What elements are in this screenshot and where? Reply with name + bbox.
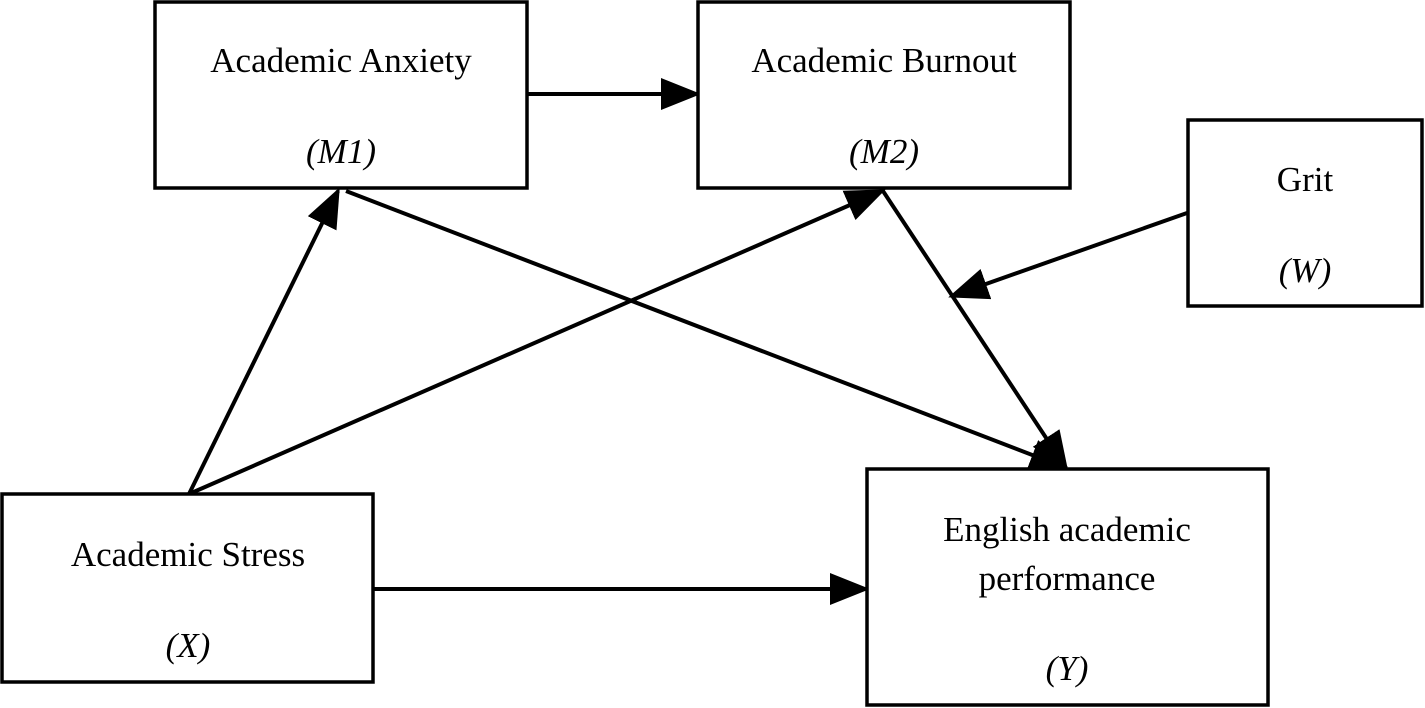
node-grit: Grit (W)	[1186, 118, 1424, 308]
node-english-academic-performance-code: (Y)	[1046, 649, 1089, 688]
node-academic-burnout-label: Academic Burnout	[751, 41, 1017, 80]
node-academic-burnout: Academic Burnout (M2)	[696, 0, 1072, 190]
node-english-academic-performance-box	[865, 467, 1270, 707]
node-academic-anxiety: Academic Anxiety (M1)	[153, 0, 529, 190]
node-academic-stress: Academic Stress (X)	[0, 492, 375, 684]
node-academic-stress-box	[0, 492, 375, 684]
node-grit-code: (W)	[1279, 251, 1331, 290]
node-academic-stress-label: Academic Stress	[71, 535, 305, 574]
edge-grit-moderation	[948, 211, 1188, 300]
node-academic-stress-code: (X)	[166, 626, 211, 665]
edge-stress-to-burnout	[188, 189, 886, 496]
edge-burnout-to-performance	[881, 189, 1069, 472]
node-academic-anxiety-label: Academic Anxiety	[210, 41, 472, 80]
node-academic-anxiety-code: (M1)	[306, 132, 376, 171]
node-english-academic-performance-label-line2: performance	[979, 559, 1156, 598]
edge-anxiety-to-performance	[345, 189, 1070, 471]
node-english-academic-performance-label-line1: English academic	[943, 510, 1191, 549]
node-academic-anxiety-box	[153, 0, 529, 190]
node-academic-burnout-code: (M2)	[849, 132, 919, 171]
edges	[187, 78, 1188, 605]
node-english-academic-performance: English academic performance (Y)	[865, 467, 1270, 707]
edge-stress-to-anxiety	[187, 187, 340, 495]
node-grit-box	[1186, 118, 1424, 308]
node-grit-label: Grit	[1277, 160, 1334, 199]
node-academic-burnout-box	[696, 0, 1072, 190]
